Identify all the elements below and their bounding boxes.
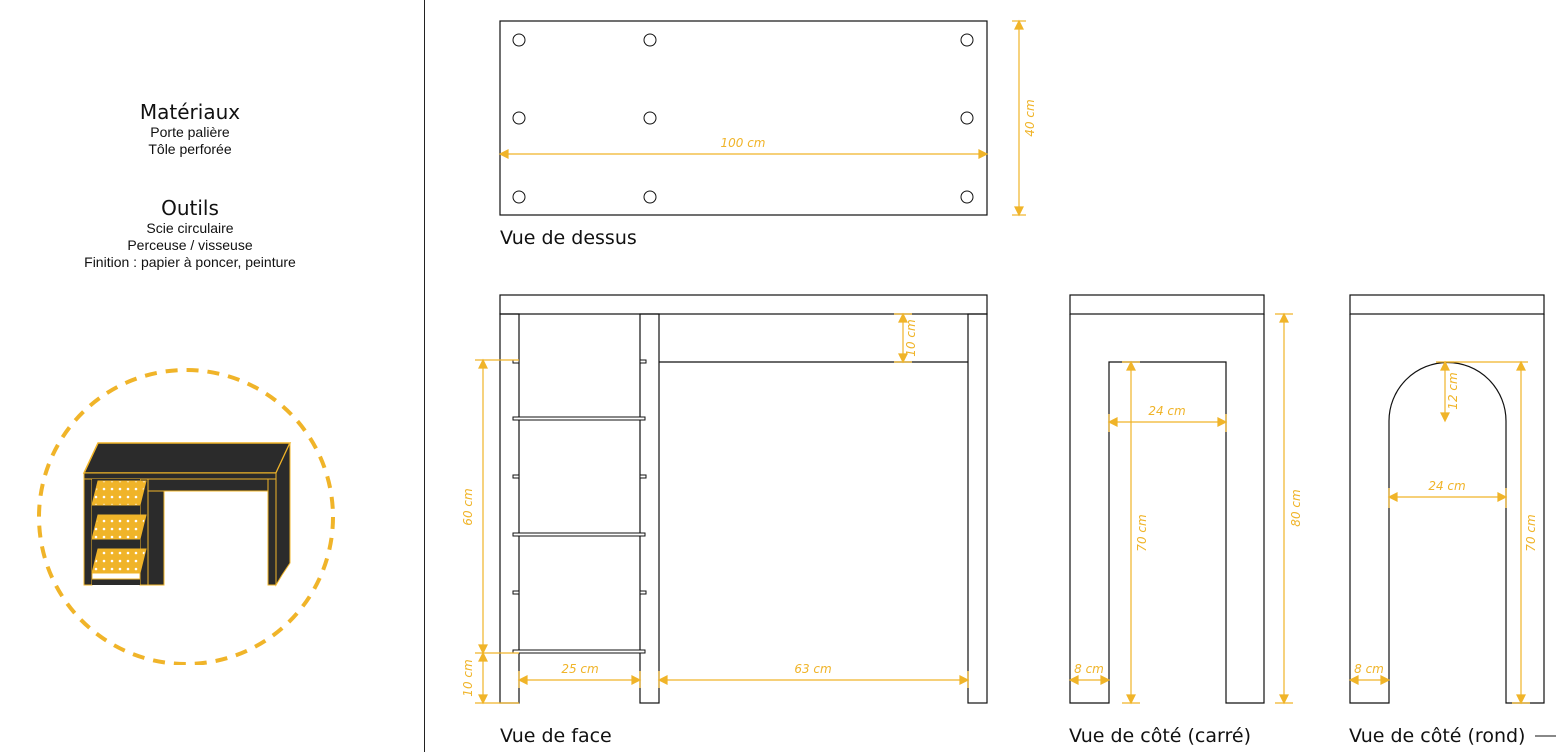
materials-item: Tôle perforée xyxy=(148,141,232,157)
dim-front-opening: 63 cm xyxy=(794,662,831,676)
materials-section: Matériaux Porte palière Tôle perforée xyxy=(0,100,380,158)
caption-side-round-view: Vue de côté (rond) xyxy=(1349,725,1526,747)
dim-round-opening-height: 70 cm xyxy=(1524,514,1538,551)
top-view: 100 cm 40 cm xyxy=(498,19,1037,217)
side-view-square: 24 cm 70 cm 80 cm 8 cm xyxy=(1068,294,1303,705)
dim-square-opening-width: 24 cm xyxy=(1148,404,1185,418)
shelf xyxy=(512,416,646,421)
front-left-leg xyxy=(499,313,520,704)
screw-hole-icon xyxy=(512,33,526,47)
screw-hole-icon xyxy=(643,33,657,47)
dim-front-apron: 10 cm xyxy=(904,319,918,356)
dim-square-leg: 8 cm xyxy=(1074,662,1104,676)
top-view-outline xyxy=(499,20,988,216)
tools-section: Outils Scie circulaire Perceuse / visseu… xyxy=(0,196,380,271)
tools-item: Finition : papier à poncer, peinture xyxy=(84,254,296,270)
dim-square-opening-height: 70 cm xyxy=(1135,514,1149,551)
materials-item: Porte palière xyxy=(150,124,230,140)
screw-hole-icon xyxy=(512,190,526,204)
screw-hole-icon xyxy=(643,190,657,204)
shelf xyxy=(512,649,646,654)
front-right-leg xyxy=(967,313,988,704)
front-view: 10 cm 60 cm 10 cm 25 cm 63 cm xyxy=(461,294,988,705)
dim-round-opening-width: 24 cm xyxy=(1428,479,1465,493)
shelf xyxy=(512,532,646,537)
dim-front-bottom: 10 cm xyxy=(461,659,475,696)
dim-front-shelf-height: 60 cm xyxy=(461,488,475,525)
caption-side-square-view: Vue de côté (carré) xyxy=(1069,725,1251,747)
dim-top-width: 100 cm xyxy=(720,136,765,150)
side-round-top xyxy=(1349,294,1545,315)
side-square-top xyxy=(1069,294,1265,315)
dim-top-depth: 40 cm xyxy=(1023,99,1037,136)
dim-square-total-height: 80 cm xyxy=(1289,489,1303,526)
shelf-panel xyxy=(91,480,147,506)
dim-round-leg: 8 cm xyxy=(1354,662,1384,676)
screw-hole-icon xyxy=(960,111,974,125)
dashed-circle xyxy=(37,368,335,665)
screw-hole-icon xyxy=(512,111,526,125)
caption-top-view: Vue de dessus xyxy=(500,227,637,249)
panel-divider xyxy=(424,0,425,752)
desk-illustration xyxy=(37,368,335,665)
dim-front-shelf-width: 25 cm xyxy=(561,662,598,676)
materials-title: Matériaux xyxy=(139,100,241,124)
tools-item: Perceuse / visseuse xyxy=(127,237,253,253)
caption-front-view: Vue de face xyxy=(500,725,612,747)
dim-round-arc: 12 cm xyxy=(1446,372,1460,409)
front-tabletop xyxy=(499,294,988,315)
tools-title: Outils xyxy=(161,196,219,220)
screw-hole-icon xyxy=(960,190,974,204)
info-panel: Matériaux Porte palière Tôle perforée Ou… xyxy=(0,0,424,752)
screw-hole-icon xyxy=(960,33,974,47)
shelf-panel xyxy=(91,514,147,540)
side-view-round: 12 cm 24 cm 70 cm 8 cm xyxy=(1348,294,1556,737)
side-square-outline xyxy=(1069,314,1265,704)
front-middle-leg xyxy=(639,313,660,704)
tools-item: Scie circulaire xyxy=(146,220,234,236)
screw-hole-icon xyxy=(643,111,657,125)
